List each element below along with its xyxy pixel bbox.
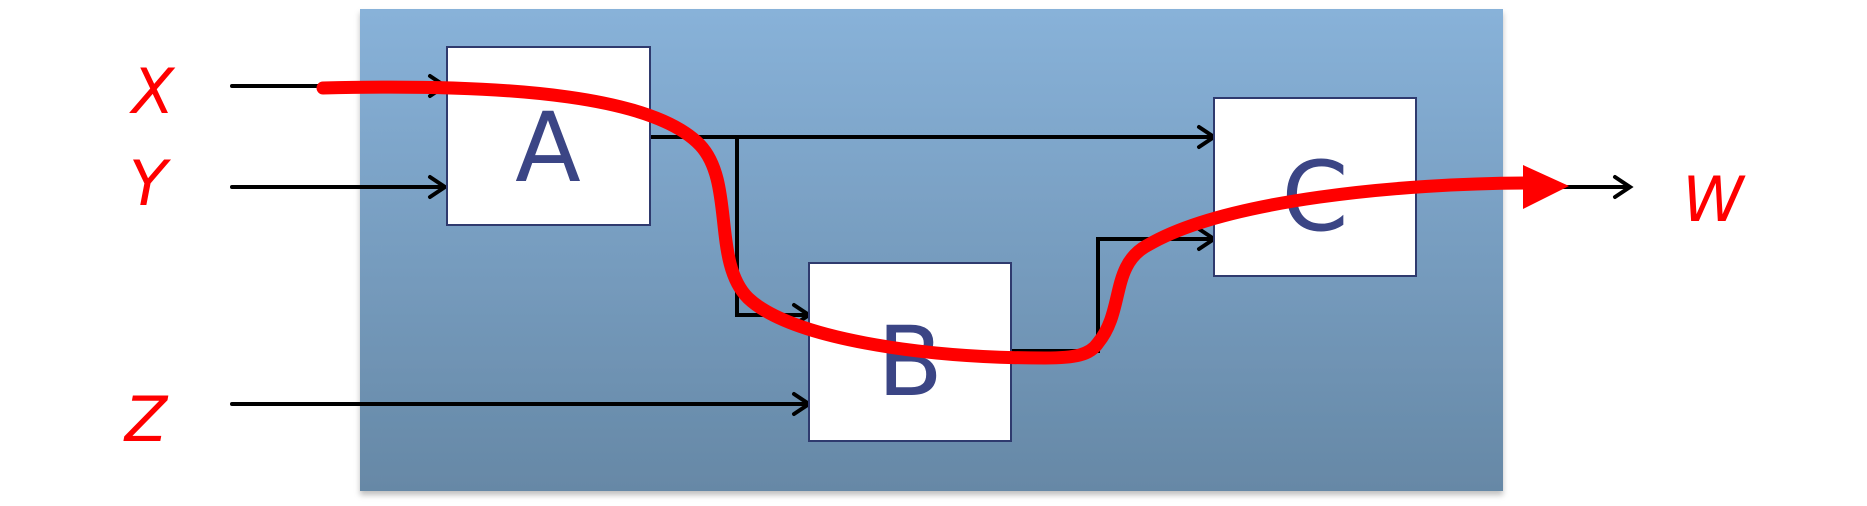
input-z-label: Z [123, 383, 169, 456]
block-a-box [446, 46, 651, 226]
highlight-arrowhead [1523, 165, 1569, 209]
block-b-label: B [877, 306, 943, 418]
input-x-label: X [129, 55, 176, 128]
highlight-path [316, 80, 1539, 365]
block-a-label: A [515, 92, 581, 204]
arrowhead-y [428, 175, 449, 199]
output-w-label: W [1682, 163, 1746, 236]
input-y-label: Y [129, 147, 171, 220]
block-a: A [446, 46, 651, 226]
arrowhead-w [1613, 175, 1634, 199]
